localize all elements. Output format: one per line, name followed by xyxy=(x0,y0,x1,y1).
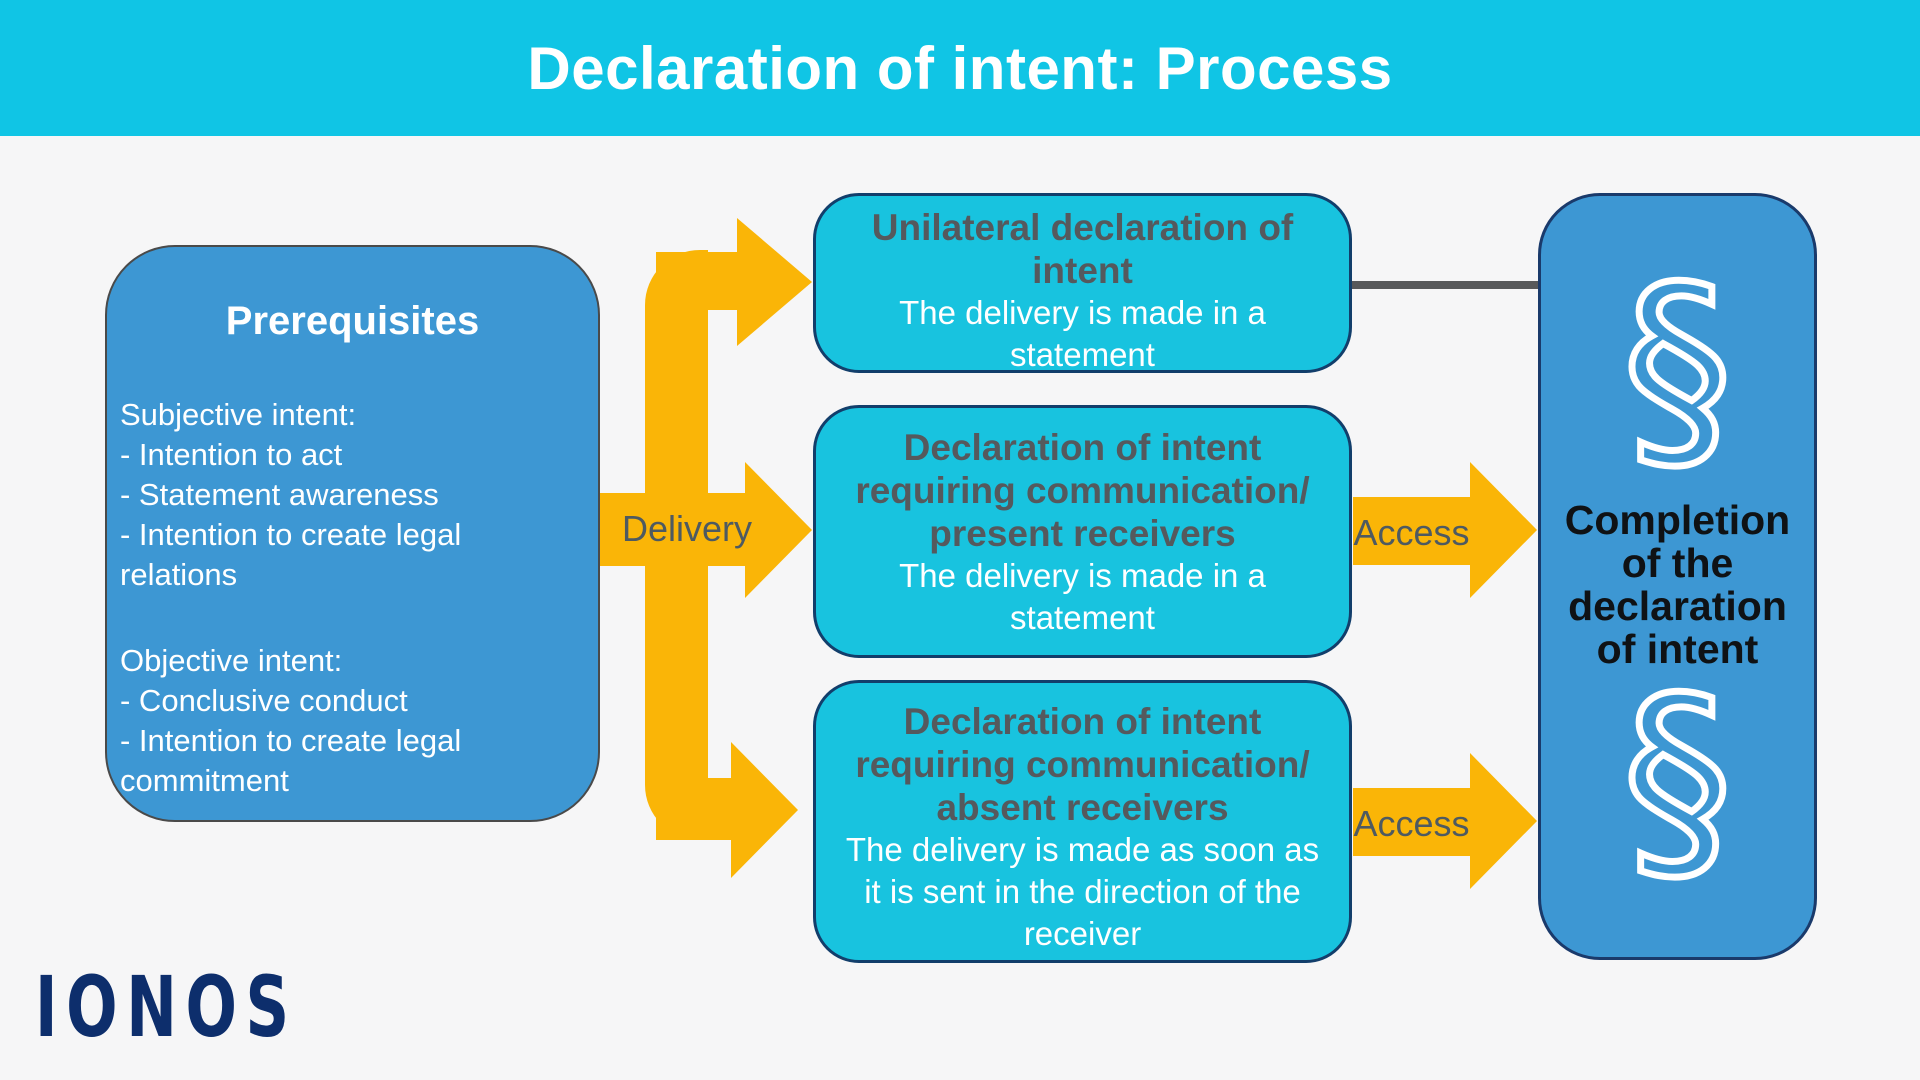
prerequisites-box: Prerequisites Subjective intent: - Inten… xyxy=(105,245,600,822)
access-arrow-bottom-shaft xyxy=(1353,788,1470,856)
delivery-label: Delivery xyxy=(621,508,753,549)
arrowhead-top-icon xyxy=(737,218,812,346)
access-label-top: Access xyxy=(1353,512,1470,553)
present-receivers-body: The delivery is made in a statement xyxy=(899,557,1266,636)
paragraph-icon: § xyxy=(1619,651,1737,909)
completion-label: Completion of the declaration of intent xyxy=(1564,497,1791,672)
objective-intent-text: Objective intent: - Conclusive conduct -… xyxy=(120,643,462,798)
unilateral-declaration-heading: Unilateral declaration of intent xyxy=(871,207,1294,291)
absent-receivers-heading: Declaration of intent requiring communic… xyxy=(855,701,1310,828)
delivery-arrow-bottom-branch xyxy=(656,778,732,840)
ionos-logo: IONOS xyxy=(35,958,298,1056)
title-banner: Declaration of intent: Process xyxy=(0,0,1920,136)
connector-line xyxy=(1352,281,1538,289)
unilateral-declaration-body: The delivery is made in a statement xyxy=(899,294,1266,373)
completion-box: § Completion of the declaration of inten… xyxy=(1538,193,1817,960)
access-arrowhead-bottom-icon xyxy=(1470,753,1537,889)
absent-receivers-box: Declaration of intent requiring communic… xyxy=(813,680,1352,963)
page-title: Declaration of intent: Process xyxy=(527,34,1393,102)
subjective-intent-text: Subjective intent: - Intention to act - … xyxy=(120,397,462,592)
delivery-arrow-middle-shaft xyxy=(600,493,746,566)
present-receivers-heading: Declaration of intent requiring communic… xyxy=(855,427,1310,554)
unilateral-declaration-box: Unilateral declaration of intent The del… xyxy=(813,193,1352,373)
absent-receivers-body: The delivery is made as soon as it is se… xyxy=(845,831,1320,952)
prerequisites-heading: Prerequisites xyxy=(225,299,480,343)
access-label-bottom: Access xyxy=(1353,803,1470,844)
present-receivers-box: Declaration of intent requiring communic… xyxy=(813,405,1352,658)
delivery-arrow-top-branch xyxy=(656,252,738,310)
paragraph-icon: § xyxy=(1619,240,1737,498)
access-arrow-top-shaft xyxy=(1353,497,1470,565)
arrowhead-middle-icon xyxy=(745,462,812,598)
arrowhead-bottom-icon xyxy=(731,742,798,878)
access-arrowhead-top-icon xyxy=(1470,462,1537,598)
